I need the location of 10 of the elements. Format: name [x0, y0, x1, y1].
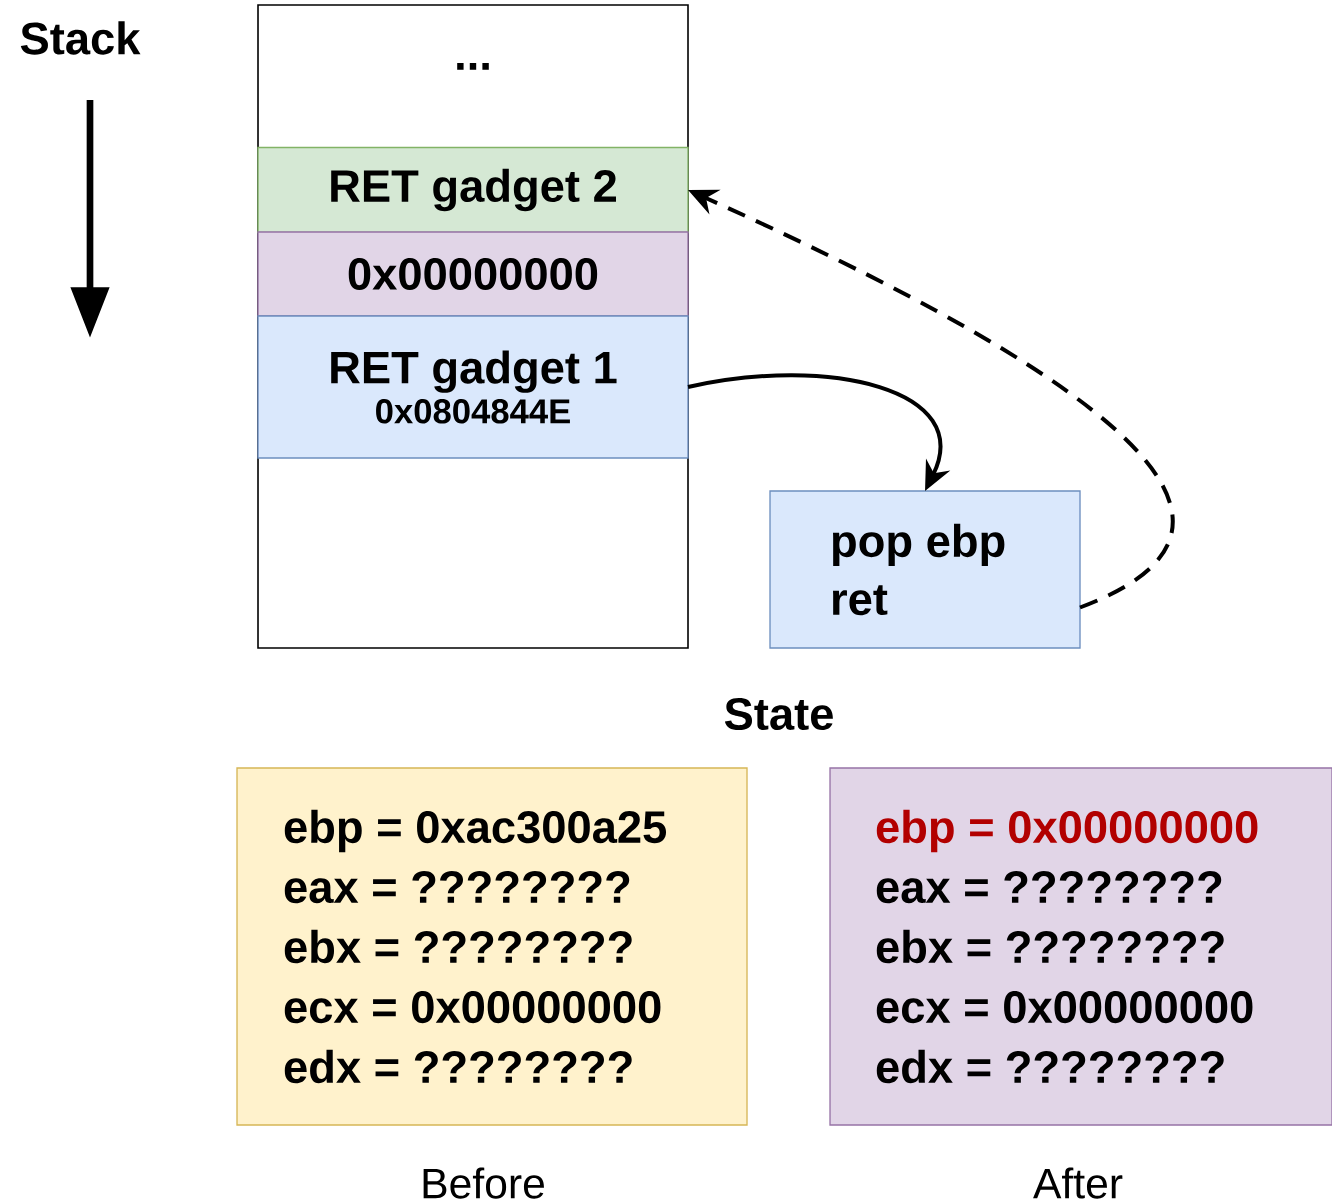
gadget-box: pop ebp ret: [769, 490, 1081, 649]
heading: Stack: [20, 21, 141, 55]
stack-cell: RET gadget 1 0x0804844E: [257, 315, 689, 459]
register-box: ebp = 0x00000000 eax = ???????? ebx = ???????? ecx = 0x00000000 edx = ????????: [829, 767, 1332, 1126]
stack-cell: 0x00000000: [257, 231, 689, 317]
node-label: After: [1033, 1167, 1123, 1199]
node-label: Before: [423, 1167, 544, 1199]
stack-cell: RET gadget 2: [257, 146, 689, 234]
register-box: ebp = 0xac300a25 eax = ???????? ebx = ???????? ecx = 0x00000000 edx = ????????: [236, 767, 748, 1126]
heading: State: [724, 697, 833, 731]
